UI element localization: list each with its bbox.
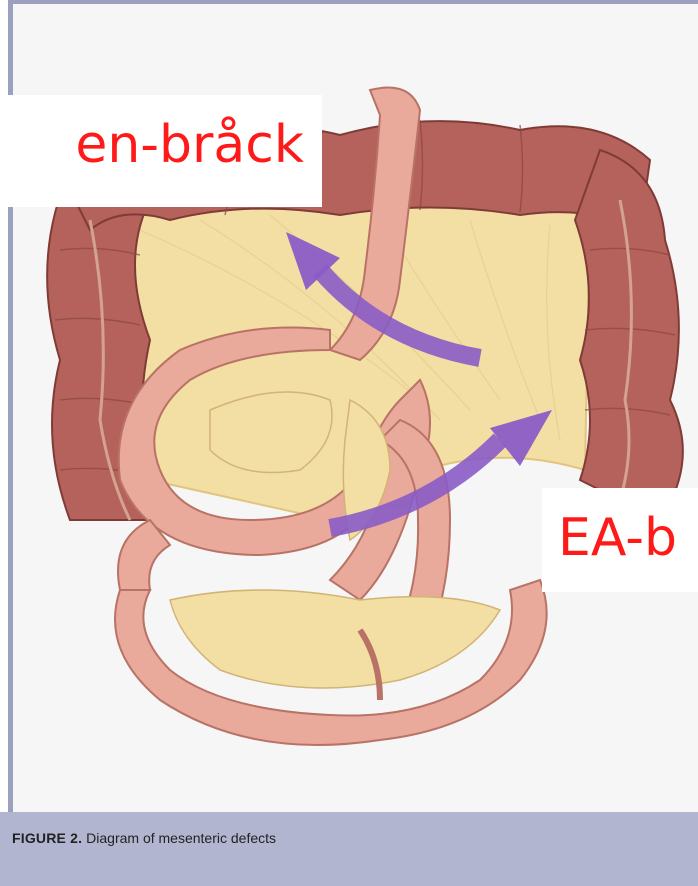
- caption-text: Diagram of mesenteric defects: [86, 830, 276, 846]
- figure-caption: FIGURE 2. Diagram of mesenteric defects: [12, 830, 276, 846]
- caption-bar: [0, 812, 698, 886]
- figure-number: FIGURE 2.: [12, 830, 82, 846]
- label-right-text: EA-b: [558, 512, 677, 564]
- label-right: EA-b: [542, 488, 698, 592]
- label-upper-left-text: en-bråck: [75, 119, 304, 171]
- label-upper-left: en-bråck: [0, 95, 322, 207]
